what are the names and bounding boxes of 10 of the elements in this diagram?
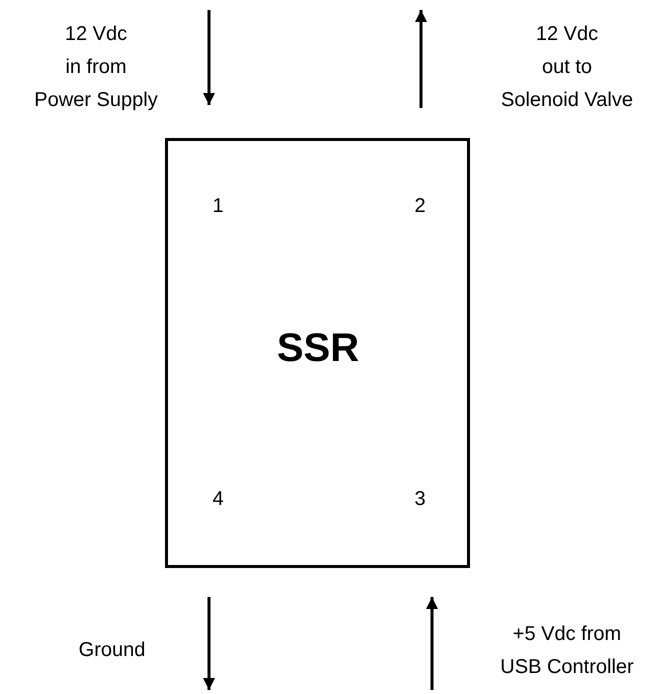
signal-label: 12 Vdc out to Solenoid Valve [501, 22, 633, 113]
signal-label: +5 Vdc from USB Controller [500, 622, 634, 680]
signal-label: Ground [78, 638, 146, 663]
relay-box [165, 138, 470, 568]
pin-number: 3 [414, 487, 426, 512]
pin-number: 2 [414, 194, 426, 219]
pin-number: 1 [212, 194, 224, 219]
component-label: SSR [276, 326, 360, 371]
signal-label: 12 Vdc in from Power Supply [34, 22, 158, 113]
pin-number: 4 [212, 487, 224, 512]
